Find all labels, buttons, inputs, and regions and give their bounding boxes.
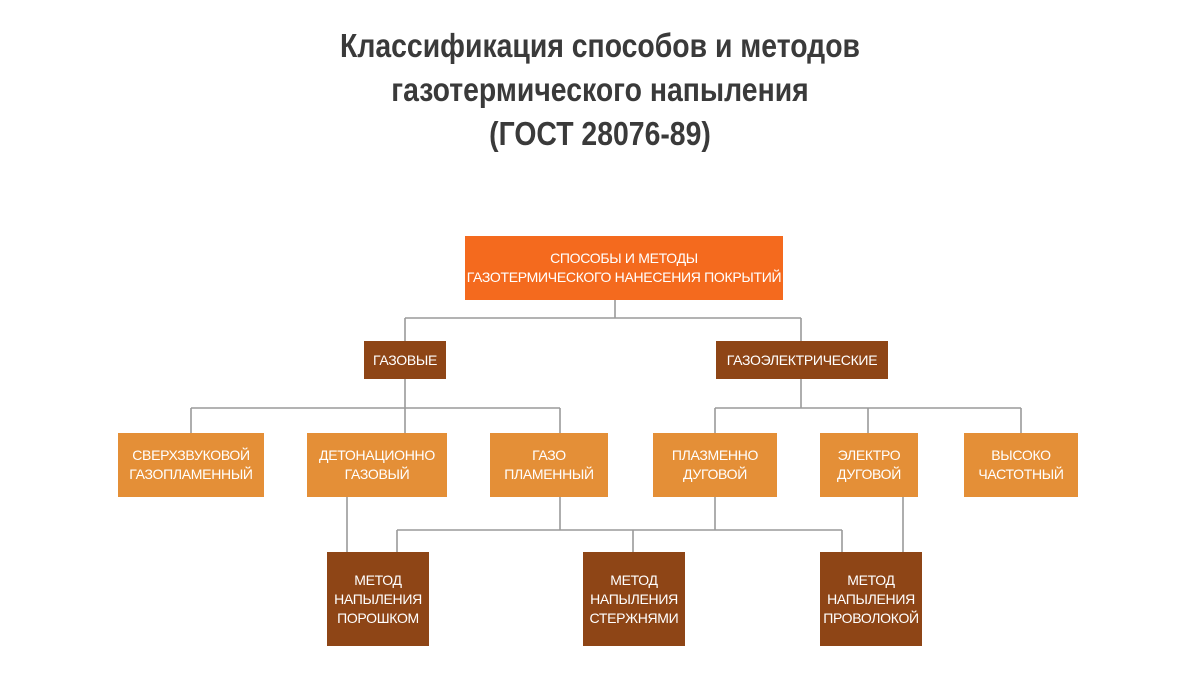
method-flame-line-1: ГАЗО: [532, 447, 566, 463]
technique-wire: МЕТОД НАПЫЛЕНИЯ ПРОВОЛОКОЙ: [820, 552, 922, 646]
method-supersonic-line-1: СВЕРХЗВУКОВОЙ: [132, 447, 250, 463]
technique-wire-line-3: ПРОВОЛОКОЙ: [823, 609, 919, 626]
technique-wire-line-1: МЕТОД: [847, 571, 895, 588]
technique-powder: МЕТОД НАПЫЛЕНИЯ ПОРОШКОМ: [327, 552, 429, 646]
method-detonation-line-1: ДЕТОНАЦИОННО: [319, 447, 435, 463]
method-high-frequency: ВЫСОКО ЧАСТОТНЫЙ: [964, 433, 1078, 497]
method-high-frequency-line-2: ЧАСТОТНЫЙ: [978, 466, 1064, 482]
technique-powder-line-2: НАПЫЛЕНИЯ: [334, 590, 422, 607]
method-flame-line-2: ПЛАМЕННЫЙ: [504, 466, 594, 482]
method-supersonic-flame: СВЕРХЗВУКОВОЙ ГАЗОПЛАМЕННЫЙ: [118, 433, 264, 497]
method-electric-arc: ЭЛЕКТРО ДУГОВОЙ: [820, 433, 918, 497]
page-title-line-2: газотермического напыления: [391, 71, 809, 108]
page-title-line-1: Классификация способов и методов: [340, 27, 860, 64]
root-node-line-1: СПОСОБЫ И МЕТОДЫ: [550, 250, 698, 266]
page-title-line-3: (ГОСТ 28076-89): [489, 115, 711, 152]
technique-rods-line-3: СТЕРЖНЯМИ: [589, 609, 679, 626]
root-node: СПОСОБЫ И МЕТОДЫ ГАЗОТЕРМИЧЕСКОГО НАНЕСЕ…: [465, 236, 783, 300]
technique-powder-line-1: МЕТОД: [354, 571, 402, 588]
method-plasma-arc: ПЛАЗМЕННО ДУГОВОЙ: [653, 433, 777, 497]
category-gas-electric-label: ГАЗОЭЛЕКТРИЧЕСКИЕ: [726, 351, 878, 368]
root-node-line-2: ГАЗОТЕРМИЧЕСКОГО НАНЕСЕНИЯ ПОКРЫТИЙ: [466, 269, 782, 285]
method-detonation-line-2: ГАЗОВЫЙ: [344, 466, 410, 482]
technique-rods: МЕТОД НАПЫЛЕНИЯ СТЕРЖНЯМИ: [583, 552, 685, 646]
method-electric-arc-line-1: ЭЛЕКТРО: [837, 447, 901, 463]
method-gas-flame: ГАЗО ПЛАМЕННЫЙ: [490, 433, 608, 497]
technique-rods-line-2: НАПЫЛЕНИЯ: [590, 590, 678, 607]
technique-powder-line-3: ПОРОШКОМ: [337, 609, 419, 626]
method-detonation-gas: ДЕТОНАЦИОННО ГАЗОВЫЙ: [307, 433, 447, 497]
technique-rods-line-1: МЕТОД: [610, 571, 658, 588]
method-plasma-line-2: ДУГОВОЙ: [683, 466, 747, 482]
category-gas-electric: ГАЗОЭЛЕКТРИЧЕСКИЕ: [716, 341, 888, 379]
technique-wire-line-2: НАПЫЛЕНИЯ: [827, 590, 915, 607]
category-gas-label: ГАЗОВЫЕ: [373, 351, 437, 368]
category-gas: ГАЗОВЫЕ: [364, 341, 446, 379]
method-supersonic-line-2: ГАЗОПЛАМЕННЫЙ: [129, 466, 253, 482]
method-plasma-line-1: ПЛАЗМЕННО: [671, 447, 759, 463]
method-electric-arc-line-2: ДУГОВОЙ: [837, 466, 901, 482]
method-high-frequency-line-1: ВЫСОКО: [991, 447, 1051, 463]
